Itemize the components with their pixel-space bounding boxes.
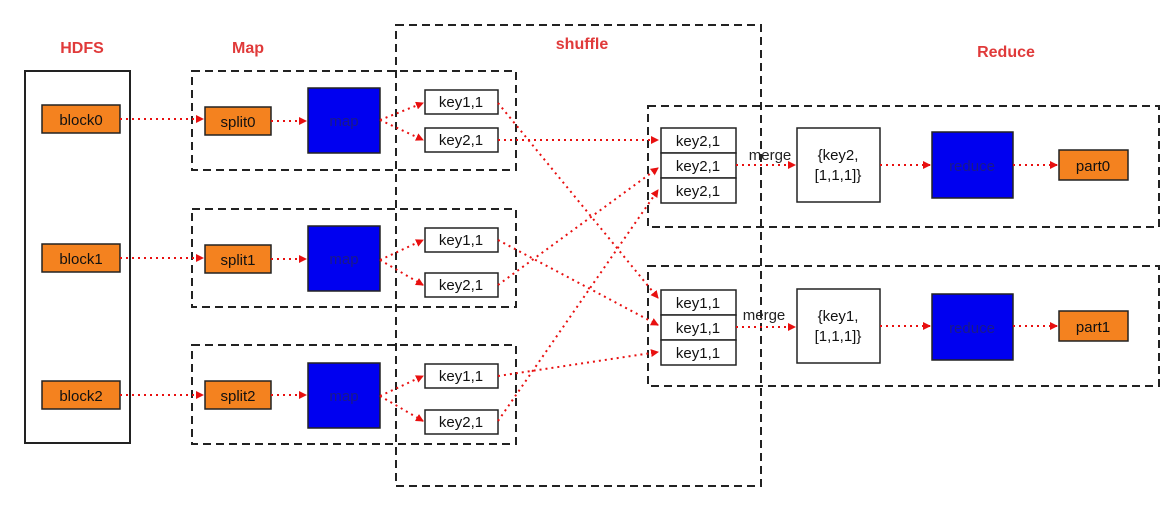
reduce-input-1-0: key1,1 [660, 289, 737, 316]
split-2: split2 [204, 380, 272, 410]
map-output-0-1: key2,1 [424, 127, 499, 153]
map-output-0-1-label: key2,1 [439, 132, 483, 149]
reduce-input-1-0-label: key1,1 [676, 295, 720, 312]
merge-label-1: merge [743, 307, 786, 324]
part-1-label: part1 [1076, 319, 1110, 336]
reduce-box-1-label: reduce [949, 320, 995, 337]
split-0: split0 [204, 106, 272, 136]
map-frame-0 [191, 70, 517, 171]
reduce-input-0-2: key2,1 [660, 177, 737, 204]
reduce-box-0: reduce [931, 131, 1014, 199]
hdfs-title: HDFS [60, 40, 104, 57]
reduce-frame-1 [647, 265, 1160, 387]
merged-box-0-line1: {key2, [818, 147, 859, 164]
merge-label-0: merge [749, 147, 792, 164]
arrow-shuffle-m1-key1 [497, 239, 659, 326]
part-1: part1 [1058, 310, 1129, 342]
map-output-1-0-label: key1,1 [439, 232, 483, 249]
split-1-label: split1 [220, 252, 255, 269]
block-2-label: block2 [59, 388, 102, 405]
merged-box-0-line2: [1,1,1]} [815, 167, 862, 184]
map-output-1-0: key1,1 [424, 227, 499, 253]
arrow-shuffle-m2-key2 [497, 189, 659, 422]
map-output-2-0-label: key1,1 [439, 368, 483, 385]
merged-box-1-line1: {key1, [818, 308, 859, 325]
reduce-input-1-2: key1,1 [660, 339, 737, 366]
map-box-0-label: map [329, 113, 358, 130]
block-1-label: block1 [59, 251, 102, 268]
arrow-shuffle-m1-key2 [497, 167, 659, 286]
map-output-0-0-label: key1,1 [439, 94, 483, 111]
reduce-box-0-label: reduce [949, 158, 995, 175]
shuffle-frame [395, 24, 762, 487]
arrow-map0-key2 [379, 119, 424, 141]
merged-box-1-line2: [1,1,1]} [815, 328, 862, 345]
arrow-map1-key1 [379, 239, 424, 261]
block-0-label: block0 [59, 112, 102, 129]
reduce-title: Reduce [977, 44, 1035, 61]
reduce-input-1-1-label: key1,1 [676, 320, 720, 337]
reduce-input-0-0-label: key2,1 [676, 133, 720, 150]
map-output-1-1: key2,1 [424, 272, 499, 298]
merged-box-1: {key1, [1,1,1]} [796, 288, 881, 364]
part-0-label: part0 [1076, 158, 1110, 175]
reduce-input-0-0: key2,1 [660, 127, 737, 154]
map-box-1: map [307, 225, 381, 292]
map-output-0-0: key1,1 [424, 89, 499, 115]
reduce-box-1: reduce [931, 293, 1014, 361]
block-2: block2 [41, 380, 121, 410]
arrow-shuffle-m0-key1 [497, 102, 659, 299]
map-box-2: map [307, 362, 381, 429]
map-output-2-0: key1,1 [424, 363, 499, 389]
arrow-shuffle-m2-key1 [497, 349, 659, 377]
map-box-2-label: map [329, 388, 358, 405]
reduce-input-0-1-label: key2,1 [676, 158, 720, 175]
reduce-input-0-2-label: key2,1 [676, 183, 720, 200]
hdfs-frame [24, 70, 131, 444]
arrow-map2-key1 [379, 375, 424, 397]
reduce-input-1-2-label: key1,1 [676, 345, 720, 362]
block-1: block1 [41, 243, 121, 273]
part-0: part0 [1058, 149, 1129, 181]
shuffle-title: shuffle [556, 36, 609, 53]
block-0: block0 [41, 104, 121, 134]
split-2-label: split2 [220, 388, 255, 405]
arrow-map2-key2 [379, 395, 424, 422]
merged-box-0: {key2, [1,1,1]} [796, 127, 881, 203]
map-output-1-1-label: key2,1 [439, 277, 483, 294]
arrow-map0-key1 [379, 101, 424, 121]
reduce-input-1-1: key1,1 [660, 314, 737, 341]
map-box-1-label: map [329, 251, 358, 268]
reduce-input-0-1: key2,1 [660, 152, 737, 179]
split-0-label: split0 [220, 114, 255, 131]
split-1: split1 [204, 244, 272, 274]
arrow-map1-key2 [379, 259, 424, 286]
reduce-frame-0 [647, 105, 1160, 228]
map-output-2-1: key2,1 [424, 409, 499, 435]
map-title: Map [232, 40, 264, 57]
map-box-0: map [307, 87, 381, 154]
map-output-2-1-label: key2,1 [439, 414, 483, 431]
